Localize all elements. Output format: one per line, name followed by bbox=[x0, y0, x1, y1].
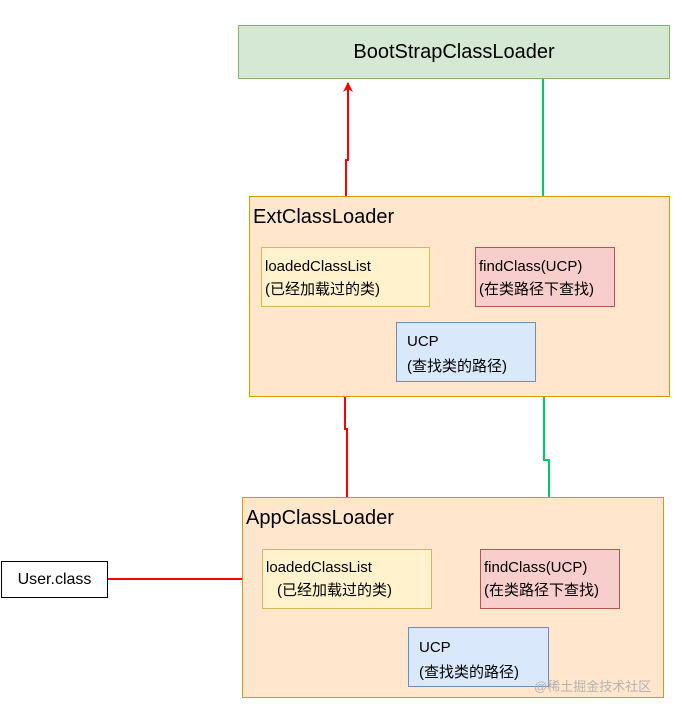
ext-find-class-box: findClass(UCP) (在类路径下查找) bbox=[475, 247, 615, 307]
app-find-line2: (在类路径下查找) bbox=[484, 582, 599, 599]
ext-ucp-line1: UCP bbox=[407, 333, 439, 350]
ext-classloader-title: ExtClassLoader bbox=[253, 206, 395, 228]
app-ucp-line2: (查找类的路径) bbox=[419, 664, 519, 681]
app-classloader-title: AppClassLoader bbox=[246, 507, 394, 529]
app-loaded-line1: loadedClassList bbox=[266, 559, 372, 576]
user-class-box: User.class bbox=[1, 561, 108, 598]
app-find-line1: findClass(UCP) bbox=[484, 559, 588, 576]
app-ucp-line1: UCP bbox=[419, 639, 451, 656]
app-loaded-class-list-box: loadedClassList (已经加载过的类) bbox=[262, 549, 432, 609]
app-ucp-box: UCP (查找类的路径) bbox=[408, 627, 549, 687]
watermark: @稀土掘金技术社区 bbox=[534, 679, 652, 694]
user-class-label: User.class bbox=[17, 570, 92, 588]
ext-loaded-line2: (已经加载过的类) bbox=[265, 281, 380, 298]
ext-loaded-class-list-box: loadedClassList (已经加载过的类) bbox=[261, 247, 430, 307]
app-find-class-box: findClass(UCP) (在类路径下查找) bbox=[480, 549, 620, 609]
ext-ucp-line2: (查找类的路径) bbox=[407, 358, 507, 375]
ext-find-line2: (在类路径下查找) bbox=[479, 281, 594, 298]
app-loaded-line2: (已经加载过的类) bbox=[277, 582, 392, 599]
bootstrap-classloader-box: BootStrapClassLoader bbox=[238, 25, 670, 79]
bootstrap-label: BootStrapClassLoader bbox=[353, 40, 555, 63]
ext-ucp-box: UCP (查找类的路径) bbox=[396, 322, 536, 382]
ext-loaded-line1: loadedClassList bbox=[265, 258, 371, 275]
ext-find-line1: findClass(UCP) bbox=[479, 258, 583, 275]
